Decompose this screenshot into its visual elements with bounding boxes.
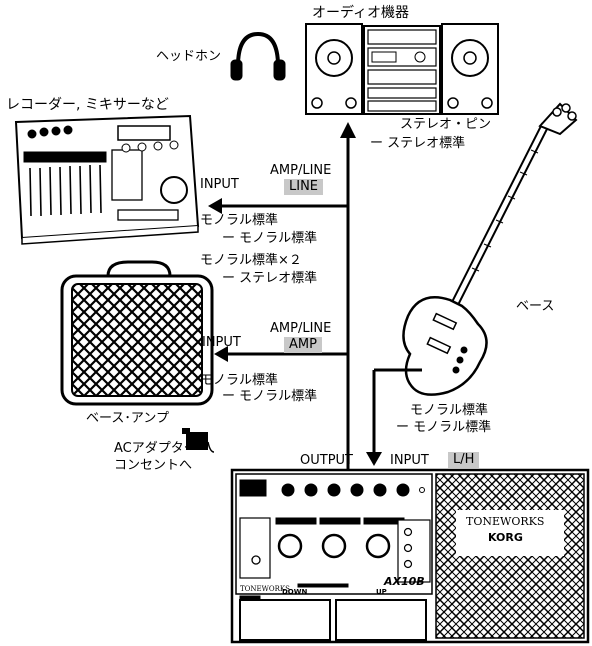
pedal-up-label: UP [376, 588, 387, 596]
bass-label: ベース [516, 299, 555, 314]
audio-equipment-label: オーディオ機器 [312, 5, 410, 21]
amp-input-label: INPUT [202, 335, 241, 350]
mono-cable-label-1a: モノラル標準 [200, 213, 279, 228]
pedal-input-label: INPUT [390, 453, 429, 468]
pedal-korg-logo: KORG [488, 531, 523, 544]
arrowheads [208, 122, 382, 466]
amp-setting-badge: AMP [284, 337, 322, 353]
stereo-cable-label: ー ステレオ標準 [222, 271, 318, 286]
pedal-down-label: DOWN [282, 588, 308, 596]
bass-mono-cable-label-a: モノラル標準 [410, 403, 489, 418]
bass-amp-image [60, 260, 214, 406]
mono2-cable-label: モノラル標準×２ [200, 253, 302, 268]
audio-equipment-image [305, 23, 499, 115]
stereo-pin-cable-label: ステレオ・ピン [400, 117, 492, 132]
outlet-label: コンセントへ [114, 458, 193, 473]
bass-amp-label: ベース･アンプ [86, 411, 169, 426]
recorder-mixer-label: レコーダー, ミキサーなど [6, 97, 169, 113]
pedal-small-brand: TONEWORKS [240, 585, 290, 593]
pedal-model-name: AX10B [384, 575, 425, 588]
output-jack-label: OUTPUT [300, 453, 353, 468]
bass-guitar-image [402, 102, 578, 396]
headphones-label: ヘッドホン [156, 49, 222, 64]
line-setting-badge: LINE [284, 179, 324, 195]
ampline-switch-label-2: AMP/LINE [270, 321, 332, 336]
mono-cable-label-1b: ー モノラル標準 [222, 231, 318, 246]
pedal-toneworks-logo: TONEWORKS [466, 515, 545, 528]
stereo-standard-cable-label: ー ステレオ標準 [370, 136, 466, 151]
pedal-image [230, 468, 590, 644]
lh-setting-badge: L/H [448, 452, 480, 468]
ampline-switch-label-1: AMP/LINE [270, 163, 332, 178]
recorder-mixer-image [14, 114, 200, 245]
ac-adapter-image [182, 428, 215, 453]
amp-mono-cable-label-a: モノラル標準 [200, 373, 279, 388]
bass-mono-cable-label-b: ー モノラル標準 [396, 420, 492, 435]
ac-adapter-label: ACアダプター [114, 441, 197, 456]
headphones-image [230, 31, 286, 81]
recorder-input-label: INPUT [200, 177, 239, 192]
amp-mono-cable-label-b: ー モノラル標準 [222, 389, 318, 404]
cable-lines [218, 136, 422, 470]
